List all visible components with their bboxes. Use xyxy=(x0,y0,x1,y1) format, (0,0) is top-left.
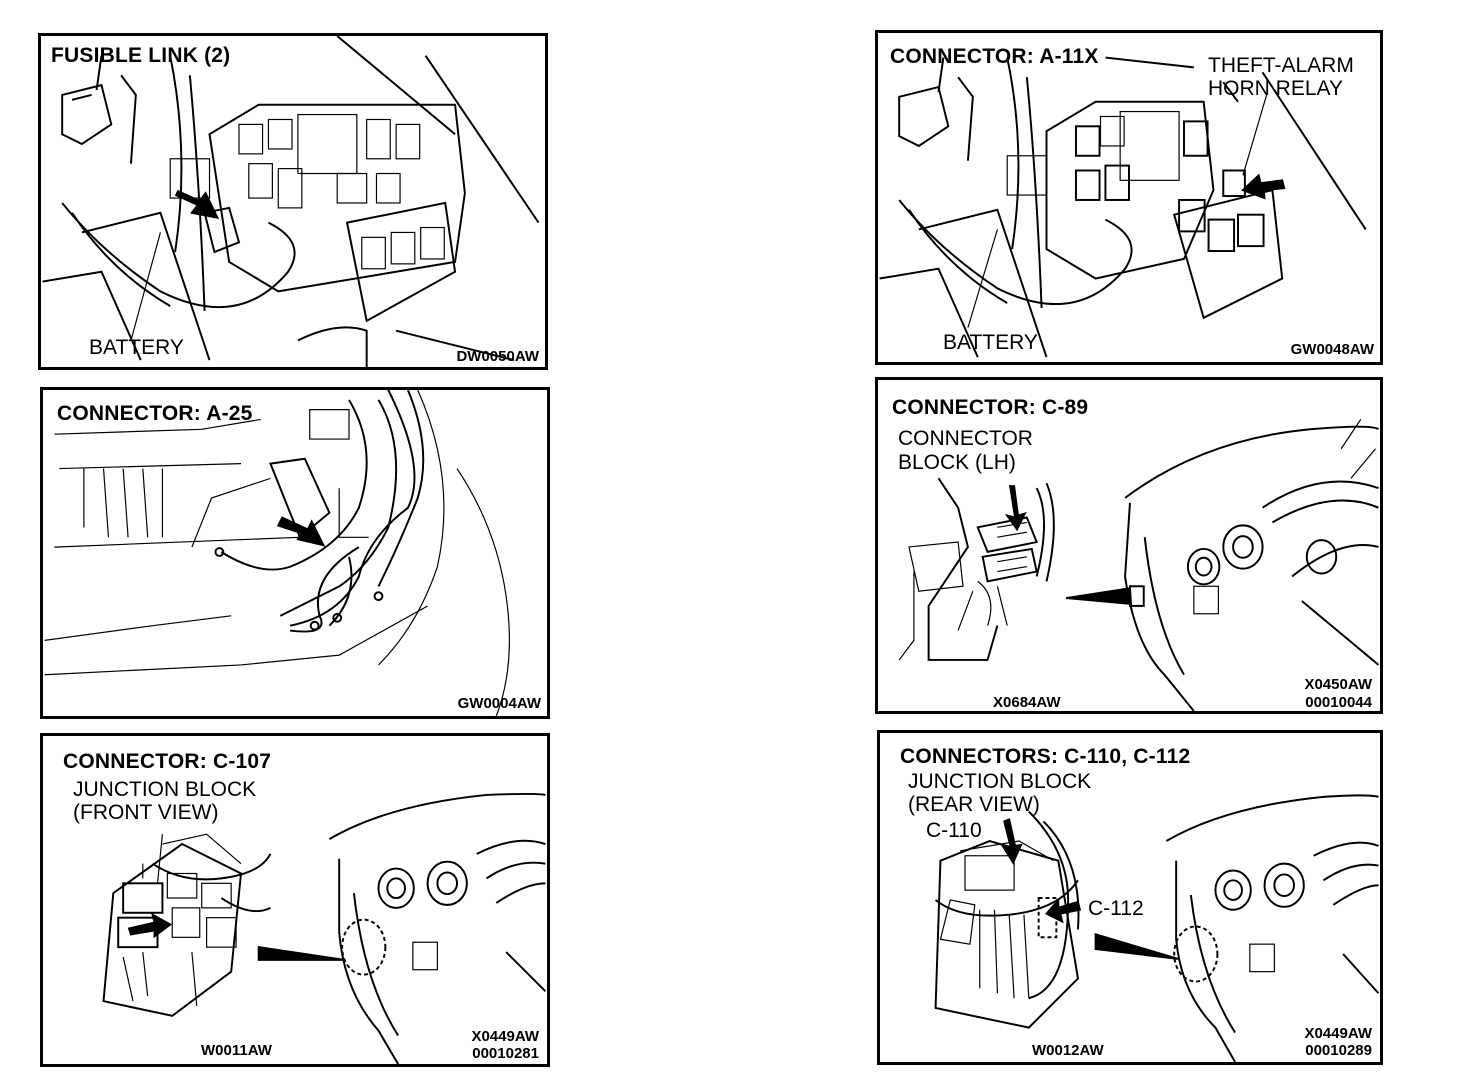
junction-block-label: JUNCTION BLOCK xyxy=(908,770,1092,793)
battery-label: BATTERY xyxy=(89,336,184,359)
figure-code: GW0048AW xyxy=(1290,341,1374,358)
battery-label: BATTERY xyxy=(943,331,1038,354)
theft-alarm-label: THEFT-ALARM xyxy=(1208,54,1354,77)
panel-title: CONNECTOR: A-11X xyxy=(890,45,1099,68)
figure-code-number: 00010289 xyxy=(1305,1042,1372,1059)
engine-bay-relay-box-illustration xyxy=(879,56,1367,358)
panel-connector-a-25: CONNECTOR: A-25 GW0004AW xyxy=(40,387,550,719)
engine-wiring-harness-illustration xyxy=(44,390,510,716)
panel-connector-c-107: CONNECTOR: C-107 JUNCTION BLOCK (FRONT V… xyxy=(40,733,550,1067)
panel-fusible-link: FUSIBLE LINK (2) BATTERY DW0050AW xyxy=(38,33,548,370)
panel-connector-c-89: CONNECTOR: C-89 CONNECTOR BLOCK (LH) X06… xyxy=(875,377,1383,714)
dashboard-connector-block-illustration xyxy=(898,418,1380,711)
horn-relay-label: HORN RELAY xyxy=(1208,77,1343,100)
block-lh-label: BLOCK (LH) xyxy=(898,451,1016,474)
figure-code-left: W0012AW xyxy=(1032,1042,1104,1059)
figure-code-number: 00010044 xyxy=(1305,694,1372,711)
panel-connector-a-11x: CONNECTOR: A-11X THEFT-ALARM HORN RELAY … xyxy=(875,30,1383,365)
engine-bay-fuse-box-illustration xyxy=(42,36,540,367)
panel-title: CONNECTOR: C-107 xyxy=(63,750,272,773)
rear-view-label: (REAR VIEW) xyxy=(908,793,1040,816)
junction-block-label: JUNCTION BLOCK xyxy=(73,778,257,801)
panel-title: CONNECTOR: C-89 xyxy=(892,396,1089,419)
figure-code: GW0004AW xyxy=(457,695,541,712)
figure-code-number: 00010281 xyxy=(472,1045,539,1062)
connector-label: CONNECTOR xyxy=(898,427,1033,450)
figure-code-right: X0449AW xyxy=(471,1028,539,1045)
figure-code-left: W0011AW xyxy=(201,1042,272,1059)
figure-code: DW0050AW xyxy=(456,348,539,365)
c-112-label: C-112 xyxy=(1088,897,1144,920)
junction-block-front-view-illustration xyxy=(102,792,547,1064)
panel-title: CONNECTOR: A-25 xyxy=(57,402,253,425)
figure-code-left: X0684AW xyxy=(993,694,1061,711)
figure-code-right: X0449AW xyxy=(1304,1025,1372,1042)
c-110-label: C-110 xyxy=(926,819,982,842)
figure-code-right: X0450AW xyxy=(1304,676,1372,693)
panel-title: CONNECTORS: C-110, C-112 xyxy=(900,745,1191,768)
panel-connectors-c-110-c-112: CONNECTORS: C-110, C-112 JUNCTION BLOCK … xyxy=(877,730,1383,1065)
junction-block-rear-view-illustration xyxy=(934,794,1380,1062)
front-view-label: (FRONT VIEW) xyxy=(73,801,219,824)
panel-title: FUSIBLE LINK (2) xyxy=(51,44,231,67)
